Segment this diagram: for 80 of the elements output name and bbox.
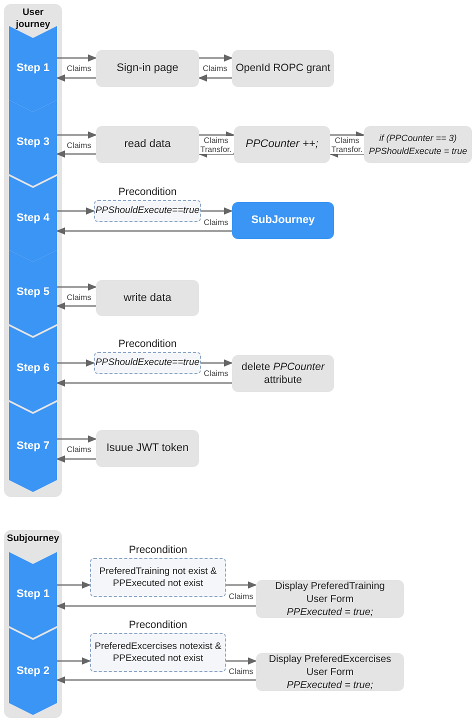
edge-label: Claims (228, 592, 254, 600)
node-text: PPShouldExecute = true (368, 144, 468, 158)
edge-label: Claims Transfor. (330, 136, 364, 154)
arrow (226, 657, 257, 665)
arrow (57, 435, 97, 443)
precondition-heading: Precondition (117, 186, 178, 198)
step-label: Step 6 (15, 362, 50, 375)
node-text: Display PreferedTraining User Form (274, 580, 386, 606)
process-box (96, 280, 199, 316)
process-box (364, 126, 472, 163)
arrow (56, 74, 96, 82)
node-text: PPCounter ++; (246, 138, 318, 151)
node-text: read data (124, 138, 171, 151)
panel-heading: User journey (14, 7, 52, 31)
node-text: Display PreferedExcercises User Form (268, 652, 392, 678)
step-label: Step 1 (15, 62, 50, 75)
node-text: Sign-in page (116, 62, 178, 75)
precondition-heading: Precondition (117, 338, 178, 350)
edge-label: Claims (66, 444, 92, 454)
arrow (56, 150, 96, 158)
step-label: Step 4 (15, 212, 50, 225)
arrow (57, 54, 97, 62)
node-text: OpenId ROPC grant (236, 62, 330, 75)
journey-panel (4, 4, 62, 497)
arrow (56, 379, 232, 387)
node-text: PreferedTraining not exist & PPExecuted not exist (98, 566, 218, 590)
node-text: PPShouldExecute==true (95, 357, 200, 369)
edge-label: Claims (202, 218, 230, 226)
node-text: write data (124, 292, 172, 304)
process-box (96, 430, 199, 467)
node-text: SubJourney (251, 214, 315, 227)
step-label: Step 3 (15, 136, 50, 149)
process-box (232, 355, 334, 392)
arrow (201, 359, 233, 367)
arrow (56, 302, 96, 310)
arrow (201, 207, 233, 215)
arrow (226, 581, 257, 589)
arrow (198, 74, 232, 82)
node-text: PreferedExcercises notexist & PPExecuted not exist (94, 640, 222, 664)
process-box (256, 653, 404, 691)
edge-label: Claims (66, 140, 92, 150)
step-label: Step 1 (15, 588, 50, 601)
arrow (56, 602, 256, 610)
node-text: PPExecuted = true; (286, 678, 374, 692)
arrow (199, 54, 233, 62)
arrow (57, 131, 97, 139)
arrow (57, 283, 97, 291)
arrow (57, 207, 95, 215)
precondition-heading: Precondition (128, 544, 188, 556)
edge-label: Claims (228, 666, 254, 676)
precondition-heading: Precondition (128, 619, 188, 631)
arrow (57, 581, 91, 589)
process-box (96, 50, 199, 87)
arrow (56, 676, 256, 684)
arrow (57, 657, 91, 665)
node-text: if (PPCounter == 3) (379, 132, 457, 144)
arrow (199, 131, 235, 139)
edge-label: Claims (66, 64, 92, 72)
edge-label: Claims (202, 64, 228, 72)
node-text: Isuue JWT token (106, 442, 189, 455)
process-box (234, 126, 330, 163)
node-text: PPShouldExecute==true (95, 205, 200, 217)
process-box (96, 126, 199, 163)
arrow (330, 131, 365, 139)
arrow (56, 455, 96, 463)
edge-label: Claims (66, 292, 92, 302)
step-label: Step 7 (15, 440, 50, 453)
panel-heading: Subjourney (6, 533, 60, 545)
process-box (256, 580, 404, 618)
node-text: delete PPCounter attribute (240, 360, 326, 386)
process-box (232, 50, 334, 87)
process-box (232, 202, 334, 239)
arrow (56, 227, 232, 235)
node-text: PPExecuted = true; (286, 606, 374, 618)
step-label: Step 2 (15, 664, 50, 678)
edge-label: Claims (202, 368, 230, 378)
arrow (57, 359, 95, 367)
journey-panel (4, 530, 62, 718)
edge-label: Claims Transfor. (199, 136, 233, 154)
step-label: Step 5 (15, 286, 50, 299)
